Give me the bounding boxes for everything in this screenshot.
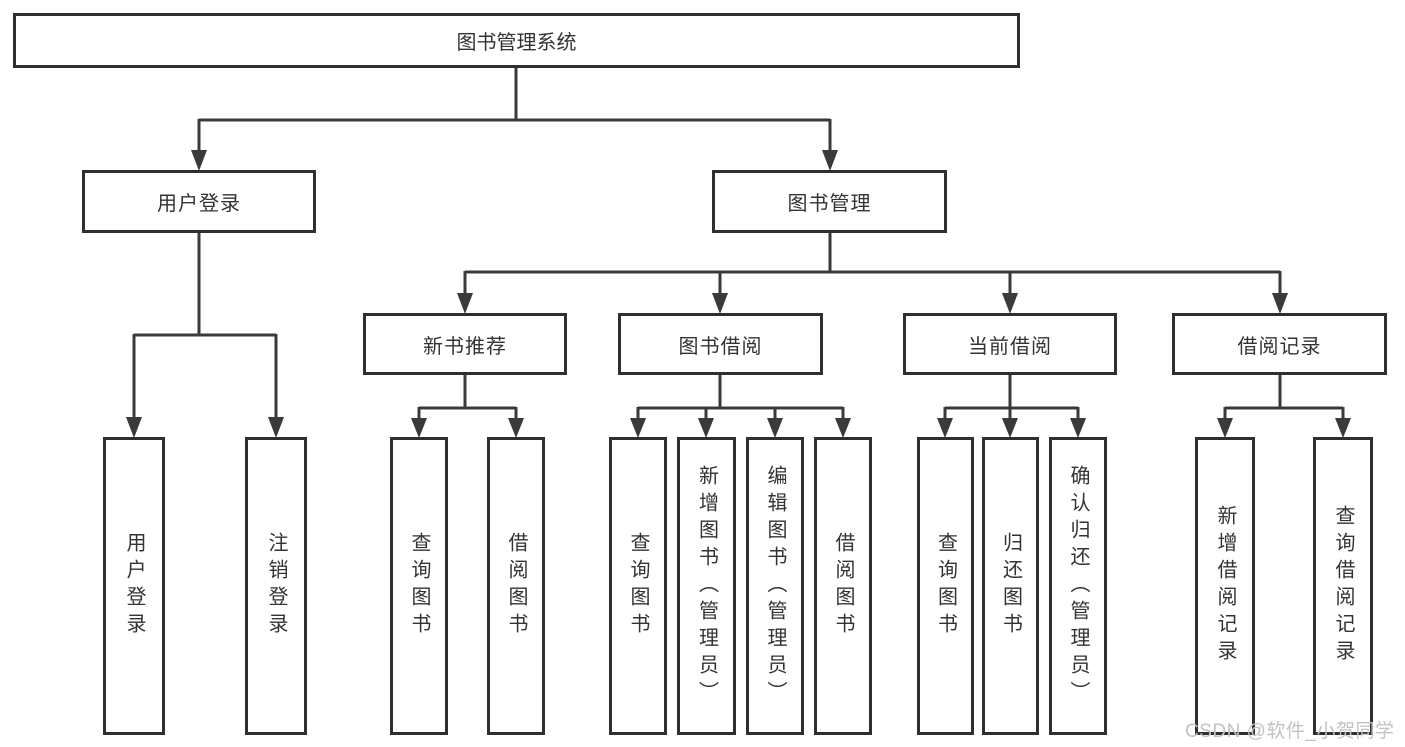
leaf-borrow-books-recommend: 借阅图书	[487, 437, 545, 735]
node-book-borrow: 图书借阅	[618, 313, 823, 375]
leaf-borrow-books-recommend-label: 借阅图书	[505, 532, 527, 640]
connector-current-borrow-children	[937, 375, 1086, 438]
connector-new-book-children	[411, 375, 524, 438]
leaf-user-login-label: 用户登录	[123, 532, 145, 640]
node-user-login-label: 用户登录	[157, 193, 241, 215]
connector-root-to-level2	[191, 68, 838, 171]
connector-user-login-children	[126, 233, 284, 438]
leaf-logout-label: 注销登录	[265, 532, 287, 640]
leaf-confirm-return-admin: 确认归还（管理员）	[1049, 437, 1107, 735]
node-library-system: 图书管理系统	[13, 13, 1020, 68]
leaf-query-books-borrow-label: 查询图书	[627, 532, 649, 640]
node-borrow-records: 借阅记录	[1172, 313, 1387, 375]
csdn-watermark: CSDN @软件_小贺同学	[1185, 721, 1395, 742]
leaf-logout: 注销登录	[245, 437, 307, 735]
leaf-borrow-books: 借阅图书	[814, 437, 872, 735]
node-library-system-label: 图书管理系统	[456, 32, 577, 54]
node-book-management: 图书管理	[712, 170, 947, 233]
node-borrow-records-label: 借阅记录	[1237, 335, 1322, 358]
leaf-query-books-recommend-label: 查询图书	[408, 532, 430, 640]
node-current-borrow: 当前借阅	[903, 313, 1117, 375]
node-current-borrow-label: 当前借阅	[968, 335, 1052, 358]
leaf-query-books-borrow: 查询图书	[609, 437, 667, 735]
leaf-add-borrow-record: 新增借阅记录	[1195, 437, 1255, 735]
node-new-book-recommend-label: 新书推荐	[423, 335, 507, 358]
leaf-add-borrow-record-label: 新增借阅记录	[1214, 505, 1236, 667]
connector-book-mgmt-children	[457, 233, 1288, 314]
leaf-add-books-admin-label: 新增图书（管理员）	[695, 464, 718, 708]
leaf-confirm-return-admin-label: 确认归还（管理员）	[1067, 464, 1089, 708]
leaf-user-login: 用户登录	[103, 437, 165, 735]
node-book-borrow-label: 图书借阅	[678, 335, 763, 358]
leaf-query-borrow-record-label: 查询借阅记录	[1332, 505, 1354, 667]
connector-book-borrow-children	[630, 375, 851, 438]
leaf-query-borrow-record: 查询借阅记录	[1313, 437, 1373, 735]
leaf-return-books-label: 归还图书	[999, 532, 1022, 640]
leaf-borrow-books-label: 借阅图书	[832, 532, 854, 640]
leaf-return-books: 归还图书	[982, 437, 1039, 735]
leaf-query-books-current: 查询图书	[917, 437, 974, 735]
node-user-login: 用户登录	[82, 170, 316, 233]
leaf-query-books-current-label: 查询图书	[934, 532, 957, 640]
leaf-edit-books-admin: 编辑图书（管理员）	[746, 437, 804, 735]
connector-borrow-records-children	[1217, 375, 1351, 438]
node-book-management-label: 图书管理	[787, 193, 872, 215]
leaf-add-books-admin: 新增图书（管理员）	[677, 437, 736, 735]
node-new-book-recommend: 新书推荐	[363, 313, 567, 375]
leaf-edit-books-admin-label: 编辑图书（管理员）	[764, 464, 786, 708]
leaf-query-books-recommend: 查询图书	[390, 437, 448, 735]
